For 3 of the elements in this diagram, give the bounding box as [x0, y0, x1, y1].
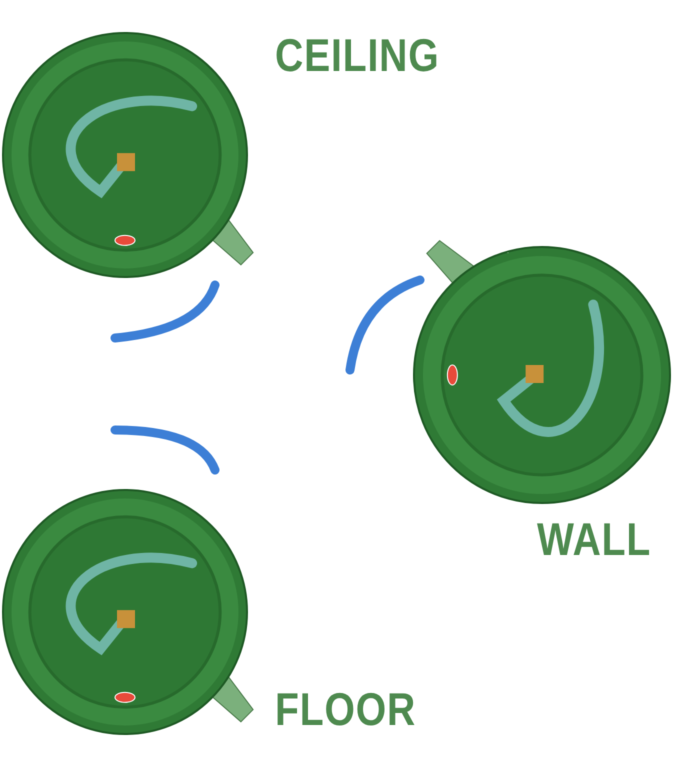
position-label: FLOOR	[275, 682, 416, 736]
position-label: CEILING	[275, 28, 440, 82]
position-label: WALL	[537, 512, 652, 566]
